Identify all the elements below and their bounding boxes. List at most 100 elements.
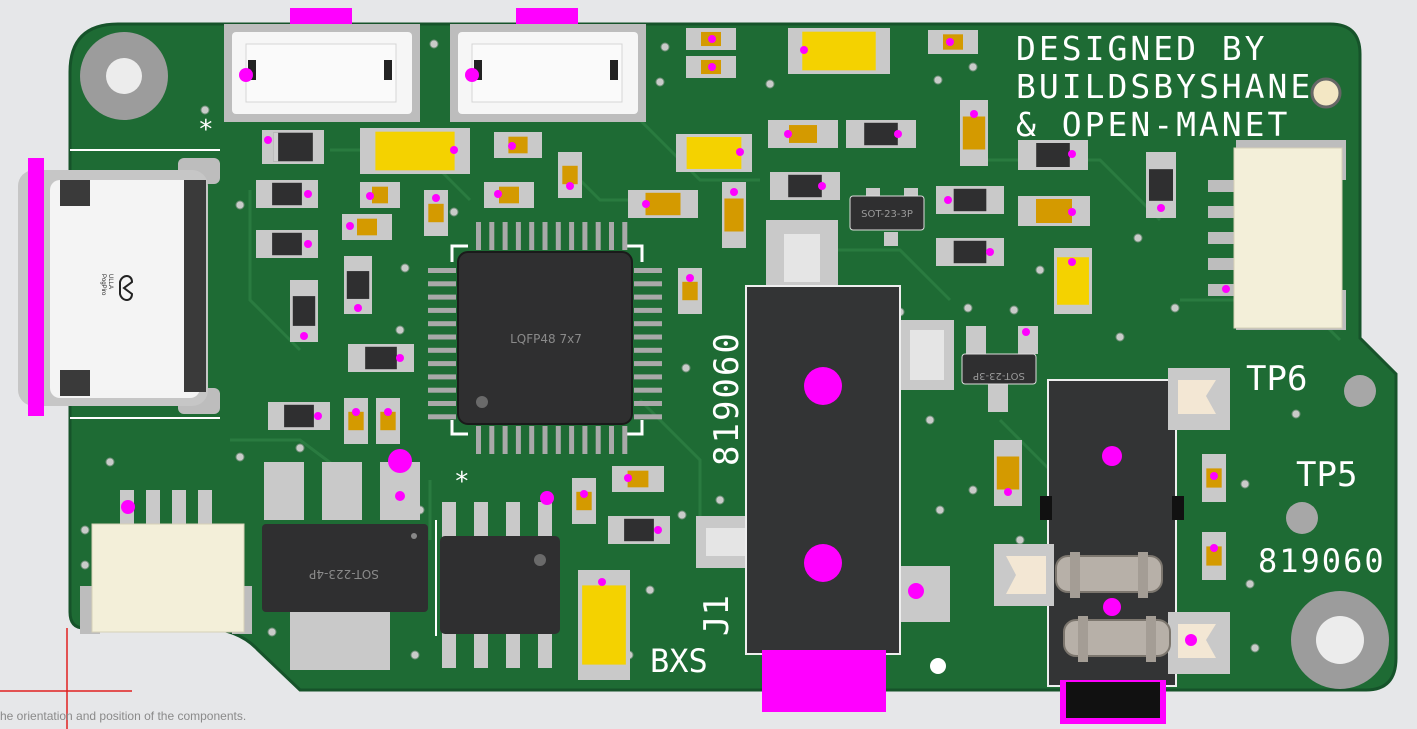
passive-capL-25[interactable] xyxy=(788,28,890,74)
pin-marker xyxy=(624,474,632,482)
pin-marker xyxy=(508,142,516,150)
passive-res-28[interactable] xyxy=(768,120,838,148)
pin-marker xyxy=(946,38,954,46)
passive-res-14[interactable] xyxy=(344,398,368,444)
pin-marker xyxy=(708,63,716,71)
ic-soic8[interactable] xyxy=(435,491,560,668)
passive-tr-11[interactable] xyxy=(290,280,318,342)
passive-tr-17[interactable] xyxy=(608,516,670,544)
passive-tr-2[interactable] xyxy=(256,180,318,208)
pin-marker xyxy=(944,196,952,204)
passive-cap-21[interactable] xyxy=(722,182,746,248)
passive-res-23[interactable] xyxy=(686,28,736,50)
pin-marker xyxy=(300,332,308,340)
mounting-hole-bottom-right xyxy=(1291,591,1389,689)
passive-tr-30[interactable] xyxy=(770,172,840,200)
pin-marker xyxy=(346,222,354,230)
tp6-label: TP6 xyxy=(1246,359,1307,399)
passive-res-5[interactable] xyxy=(342,214,392,240)
mounting-hole-top-left xyxy=(80,32,168,120)
pin-marker xyxy=(686,274,694,282)
jst-connector-4pin[interactable] xyxy=(80,490,252,634)
passive-tr-31[interactable] xyxy=(936,186,1004,214)
passive-diode-1[interactable] xyxy=(262,130,324,164)
passive-capL-36[interactable] xyxy=(1054,248,1092,314)
passive-res-26[interactable] xyxy=(928,30,978,54)
jack-spring-contact-2 xyxy=(1063,616,1171,662)
jst-connector-5pin[interactable] xyxy=(1208,140,1346,330)
sot23-b[interactable]: SOT-23-3P xyxy=(961,326,1038,412)
pin-marker xyxy=(450,146,458,154)
j1-label: J1 xyxy=(697,595,737,636)
passive-tr-32[interactable] xyxy=(936,238,1004,266)
passive-res-38[interactable] xyxy=(1202,454,1226,502)
passive-res-22[interactable] xyxy=(678,268,702,314)
passive-res-4[interactable] xyxy=(360,182,400,208)
passive-capL-40[interactable] xyxy=(360,128,470,174)
passive-res-9[interactable] xyxy=(558,152,582,198)
barrel-jack[interactable] xyxy=(696,220,954,712)
passive-res-6[interactable] xyxy=(424,190,448,236)
regulator-sot223[interactable]: SOT-223-4P xyxy=(262,449,428,670)
audio-jack[interactable] xyxy=(994,368,1230,724)
pin-marker xyxy=(708,35,716,43)
passive-res-18[interactable] xyxy=(572,478,596,524)
pin-marker xyxy=(1004,488,1012,496)
pin-marker xyxy=(384,408,392,416)
pin1-mark-left: * xyxy=(198,115,214,145)
passive-res-16[interactable] xyxy=(612,466,664,492)
pin-marker xyxy=(598,578,606,586)
pin-marker xyxy=(730,188,738,196)
regulator-label: SOT-223-4P xyxy=(309,567,379,581)
slide-switch-2[interactable] xyxy=(450,8,646,122)
passive-res-24[interactable] xyxy=(686,56,736,78)
passive-capL-41[interactable] xyxy=(578,570,630,680)
passive-cap-19[interactable] xyxy=(628,190,698,218)
pin-marker xyxy=(736,148,744,156)
slide-switch-1[interactable] xyxy=(224,8,420,122)
part-number-right: 819060 xyxy=(1258,542,1386,580)
passive-cap-34[interactable] xyxy=(1018,196,1090,226)
passive-cap-27[interactable] xyxy=(960,100,988,166)
jack-spring-contact-1 xyxy=(1055,552,1163,598)
pin-marker xyxy=(1210,472,1218,480)
passive-tr-29[interactable] xyxy=(846,120,916,148)
pin-marker xyxy=(314,412,322,420)
pin-marker xyxy=(396,354,404,362)
passive-tr-3[interactable] xyxy=(256,230,318,258)
passive-tr-35[interactable] xyxy=(1146,152,1176,218)
pin-marker xyxy=(1068,150,1076,158)
pin-marker xyxy=(784,130,792,138)
sot23-b-label: SOT-23-3P xyxy=(973,370,1025,381)
passive-tr-33[interactable] xyxy=(1018,140,1088,170)
mcu-pin1-mark: * xyxy=(454,467,470,497)
test-point-tp5[interactable] xyxy=(1286,502,1318,534)
passive-tr-10[interactable] xyxy=(344,256,372,314)
passive-res-8[interactable] xyxy=(484,182,534,208)
passive-capL-20[interactable] xyxy=(676,134,752,172)
mcu-lqfp48[interactable]: LQFP48 7x7 xyxy=(428,222,662,454)
pin-marker xyxy=(970,110,978,118)
passive-res-39[interactable] xyxy=(1202,532,1226,580)
test-point-tp6[interactable] xyxy=(1344,375,1376,407)
sot23-a-label: SOT-23-3P xyxy=(861,209,913,220)
pin-marker xyxy=(1210,544,1218,552)
pin-marker xyxy=(432,194,440,202)
credit-line-2: BUILDSBYSHANE xyxy=(1016,67,1313,106)
pin-marker xyxy=(1068,208,1076,216)
mcu-pins xyxy=(428,222,662,454)
passive-tr-12[interactable] xyxy=(348,344,414,372)
passive-tr-13[interactable] xyxy=(268,402,330,430)
passive-res-15[interactable] xyxy=(376,398,400,444)
pin-marker xyxy=(352,408,360,416)
passive-cap-37[interactable] xyxy=(994,440,1022,506)
pin-marker xyxy=(818,182,826,190)
sot23-a[interactable]: SOT-23-3P xyxy=(849,188,925,246)
usb-logo-line-2: PogPiro xyxy=(100,274,106,296)
usb-c-connector[interactable]: ULLA PogPiro xyxy=(18,149,220,419)
passive-components[interactable] xyxy=(256,28,1226,680)
passive-res-7[interactable] xyxy=(494,132,542,158)
credit-line-3: & OPEN-MANET xyxy=(1016,105,1290,144)
pin-marker xyxy=(986,248,994,256)
